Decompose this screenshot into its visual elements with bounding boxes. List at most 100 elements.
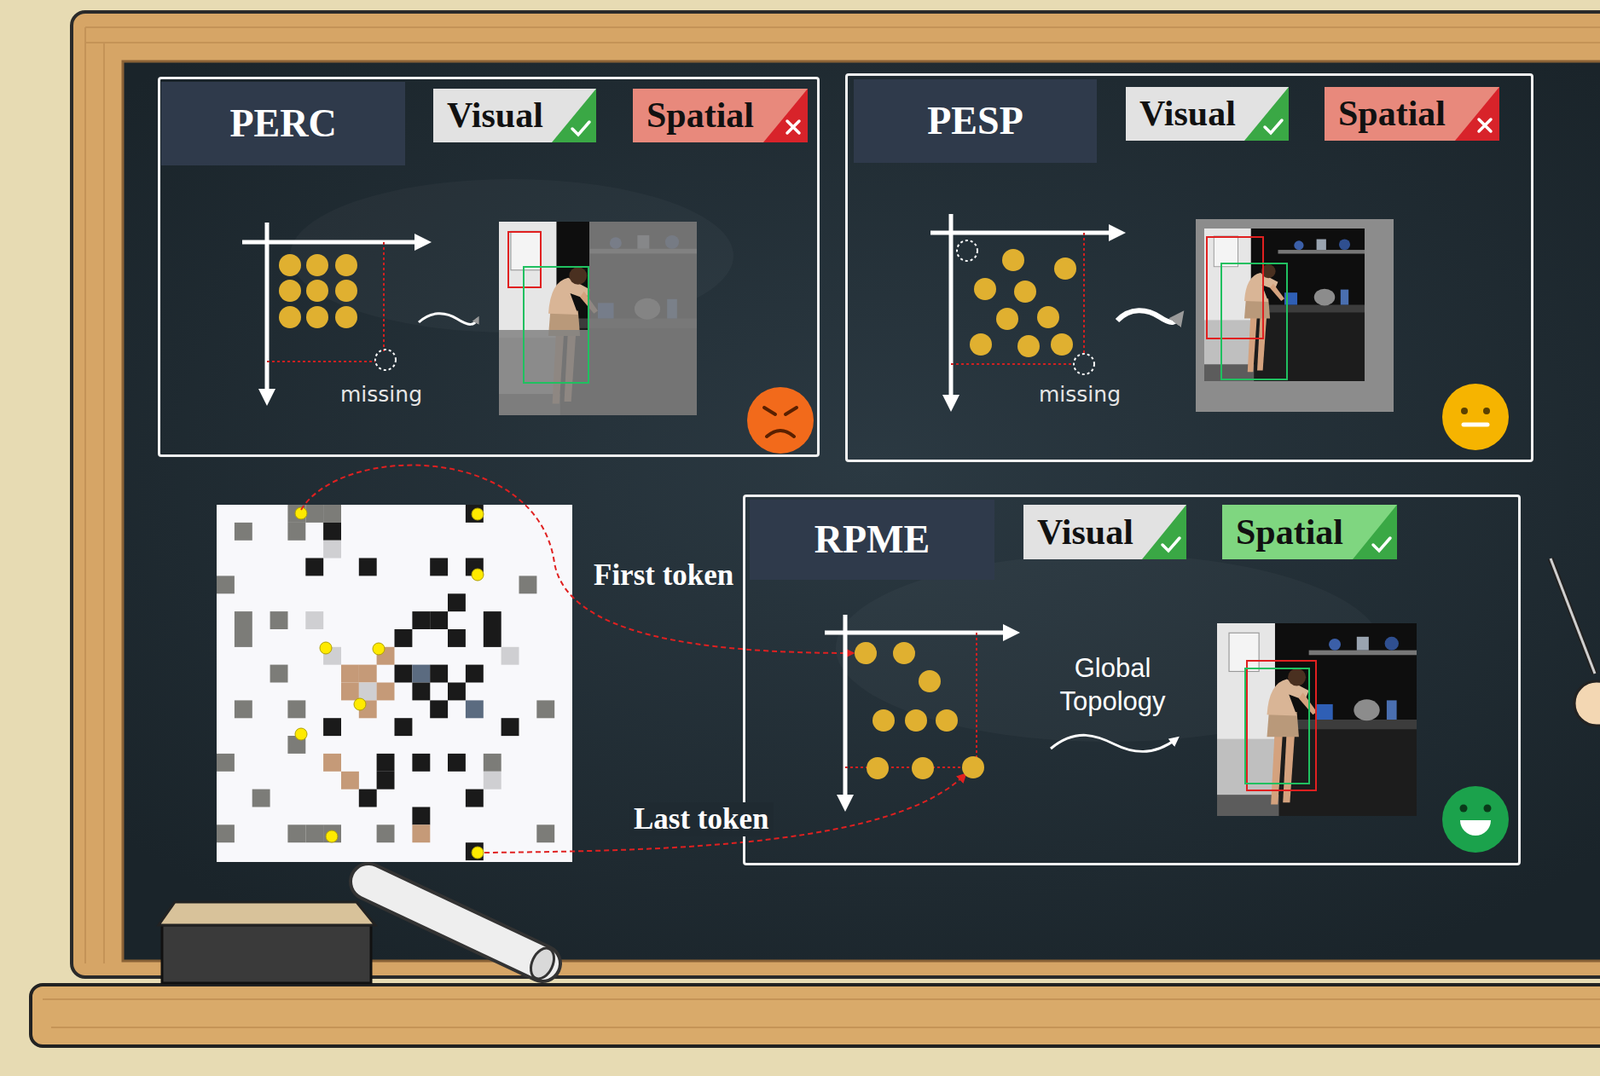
token-patch xyxy=(411,753,430,772)
decor-g xyxy=(216,504,555,861)
token-patch xyxy=(376,771,395,790)
status-badge: Visual xyxy=(1125,86,1289,141)
decor-line xyxy=(824,631,1015,636)
status-corner xyxy=(1244,86,1289,141)
token-patch xyxy=(305,558,324,577)
decor-circle xyxy=(335,279,358,302)
decor-path xyxy=(1117,310,1181,323)
decor-circle xyxy=(1442,383,1509,451)
check-mark xyxy=(1162,538,1180,551)
decor-path xyxy=(498,221,697,416)
status-triangle xyxy=(551,88,597,143)
decor-path xyxy=(764,407,797,415)
decor-rect xyxy=(30,985,1600,1047)
panel-header: PESP xyxy=(853,79,1097,163)
token-patch xyxy=(429,665,448,684)
decor-circle xyxy=(996,307,1019,331)
token-patch xyxy=(519,575,538,594)
decor-circle xyxy=(278,254,302,277)
token-patch xyxy=(341,683,360,702)
token-patch xyxy=(305,611,324,630)
status-badge: Visual xyxy=(433,88,597,143)
token-patch xyxy=(536,700,555,719)
decor-circle xyxy=(1442,786,1509,853)
status-badge: Spatial xyxy=(632,88,808,143)
decor-rect xyxy=(1195,219,1394,412)
decor-use xyxy=(1204,228,1365,382)
decor-line xyxy=(242,240,427,245)
annotation-label: Global Topology xyxy=(1037,652,1188,719)
token-patch xyxy=(305,504,324,523)
node-text: Visual xyxy=(1125,94,1236,133)
decor-circle xyxy=(956,240,978,261)
check-mark xyxy=(1264,120,1282,134)
status-triangle xyxy=(763,88,808,143)
token-patch xyxy=(411,824,430,843)
decor-circle xyxy=(471,568,484,581)
decor-circle xyxy=(1050,333,1073,356)
decor-circle xyxy=(854,642,877,665)
node-text: RPME xyxy=(814,518,930,563)
token-patch xyxy=(483,753,502,772)
annotation-label: First token xyxy=(593,558,734,593)
decor-circle xyxy=(1017,335,1040,358)
status-badge: Visual xyxy=(1023,504,1187,560)
token-patch xyxy=(341,665,360,684)
status-corner xyxy=(1455,86,1500,141)
decor-g xyxy=(854,642,985,780)
token-patch xyxy=(465,665,484,684)
token-patch xyxy=(234,700,253,719)
decor-use xyxy=(498,221,697,416)
token-patch xyxy=(252,789,271,808)
token-patch xyxy=(234,611,253,630)
token-patch xyxy=(305,824,324,843)
decor-circle xyxy=(1014,280,1037,303)
token-patch xyxy=(287,824,306,843)
decor-circle xyxy=(471,508,484,521)
decor-circle xyxy=(1054,257,1077,280)
method-panel: PESP Visual Spatial xyxy=(845,73,1534,463)
token-patch xyxy=(270,665,289,684)
decor-circle xyxy=(306,279,329,302)
token-patch xyxy=(429,558,448,577)
panel-header: PERC xyxy=(161,81,406,166)
decor-circle xyxy=(319,642,332,655)
decor-line xyxy=(265,222,270,401)
token-patch xyxy=(394,629,413,648)
decor-circle xyxy=(1073,353,1095,375)
decor-circle xyxy=(1460,805,1468,813)
decor-path xyxy=(766,430,795,437)
token-patch xyxy=(411,683,430,702)
token-patch xyxy=(429,611,448,630)
token-patch xyxy=(394,718,413,737)
decor-path xyxy=(42,999,1600,1028)
decor-circle xyxy=(325,830,338,843)
decor-circle xyxy=(918,670,941,693)
token-patch xyxy=(501,718,520,737)
status-triangle xyxy=(1455,86,1500,141)
token-patch xyxy=(234,629,253,648)
token-patch xyxy=(323,540,342,559)
token-patch xyxy=(287,700,306,719)
token-patch xyxy=(216,575,235,594)
token-patch xyxy=(359,665,377,684)
cross-mark xyxy=(787,121,800,134)
annotation-label: Last token xyxy=(629,802,774,837)
decor-circle xyxy=(1002,249,1025,272)
decor-circle xyxy=(1037,306,1060,329)
decor-rect xyxy=(71,11,1600,978)
token-patch xyxy=(465,700,484,719)
decor-circle xyxy=(747,387,814,454)
node-text: Spatial xyxy=(1324,94,1446,133)
decor-line xyxy=(843,614,848,807)
decor-rect xyxy=(523,266,589,383)
decor-circle xyxy=(335,306,358,329)
token-patch xyxy=(376,824,395,843)
decor-rect xyxy=(216,504,573,863)
status-triangle xyxy=(1244,86,1289,141)
decor-ellipse xyxy=(526,944,559,984)
decor-path xyxy=(950,232,1085,365)
token-patch xyxy=(447,593,466,612)
decor-circle xyxy=(372,643,385,656)
